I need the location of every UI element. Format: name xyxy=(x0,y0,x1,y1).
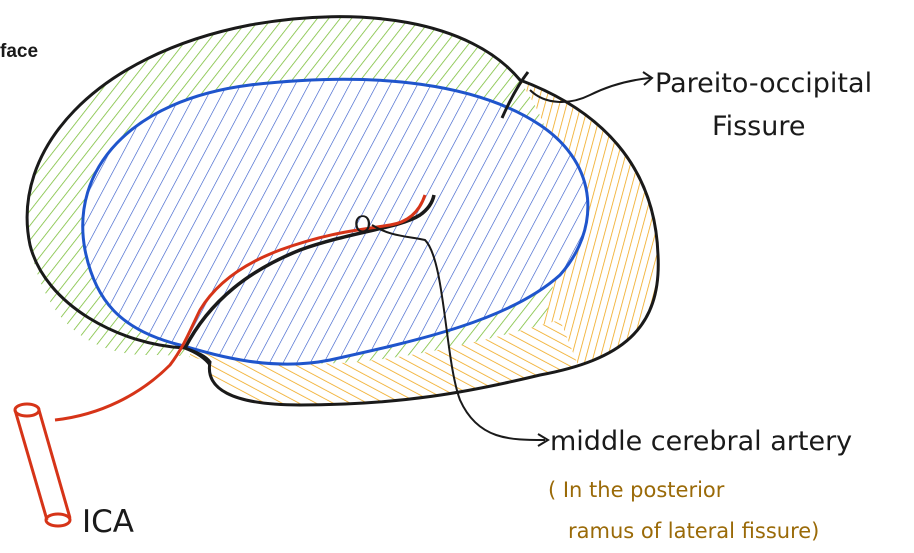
ica-cylinder xyxy=(15,404,70,526)
parieto-occipital-label-line2: Fissure xyxy=(712,111,805,142)
mca-note-line1: ( In the posterior xyxy=(548,478,725,502)
point-marker: O xyxy=(354,213,371,238)
mca-note-line2: ramus of lateral fissure) xyxy=(568,519,819,543)
mca-label: middle cerebral artery xyxy=(550,426,852,457)
title-fragment: face xyxy=(0,41,38,62)
ica-label: ICA xyxy=(82,504,134,540)
parieto-occipital-label-line1: Pareito-occipital xyxy=(655,68,872,99)
